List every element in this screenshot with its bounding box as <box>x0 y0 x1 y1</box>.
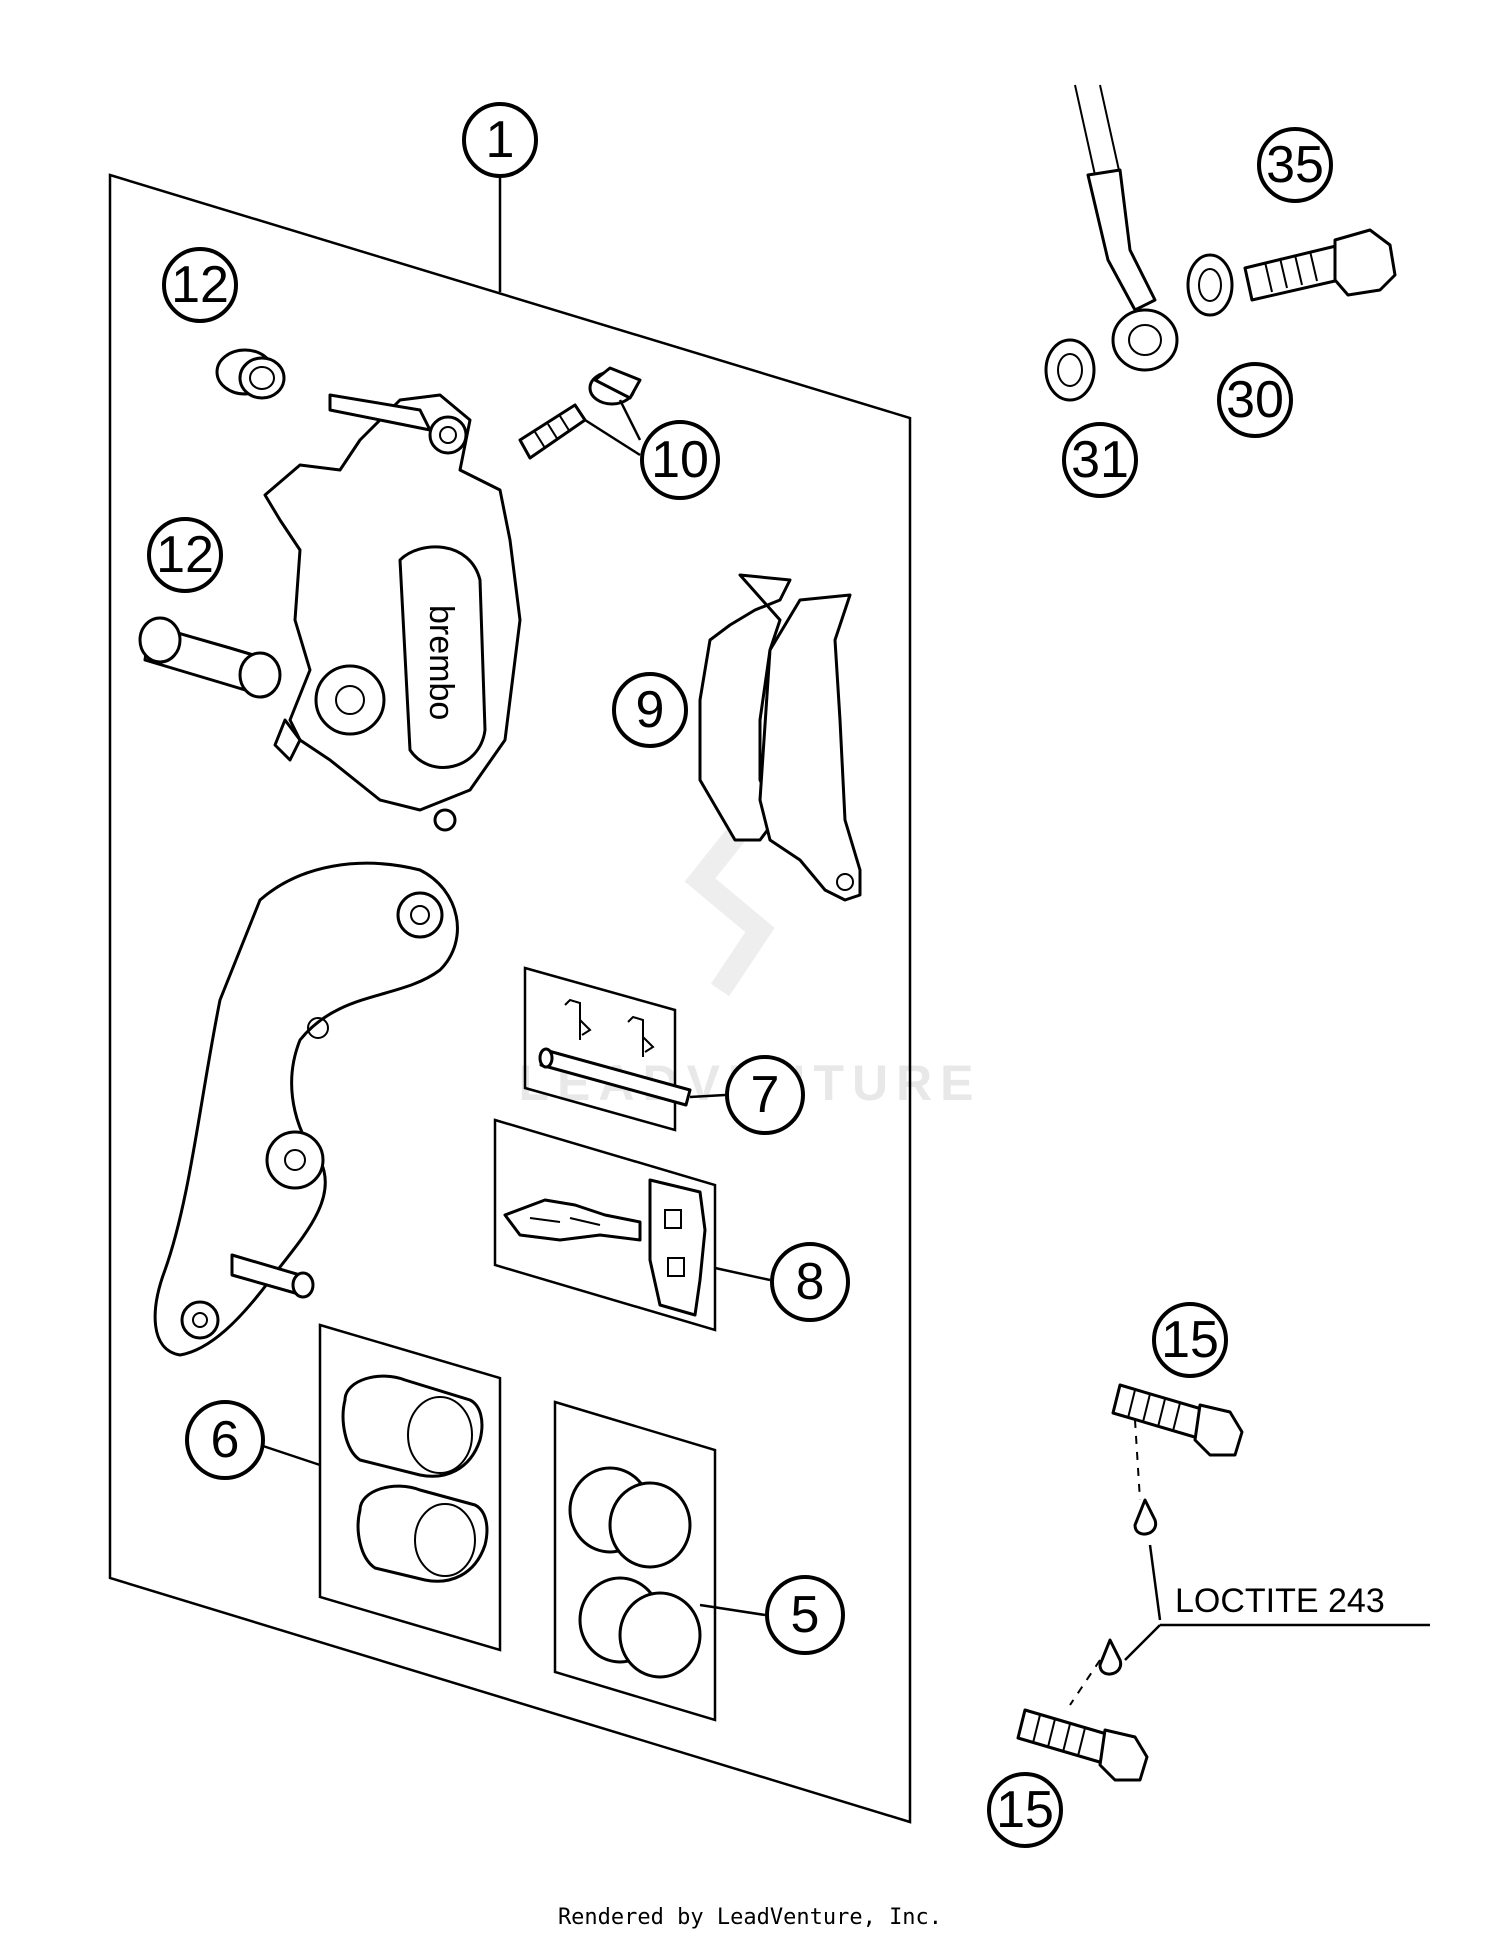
mounting-bolt-part-15-upper <box>1111 1383 1244 1501</box>
footer-credit: Rendered by LeadVenture, Inc. <box>557 1905 943 1930</box>
callout-8-label: 8 <box>796 1253 825 1311</box>
callout-10[interactable]: 10 <box>640 420 720 500</box>
brake-hose-banjo <box>1074 84 1179 372</box>
callout-31-label: 31 <box>1071 431 1129 489</box>
callout-15-upper-label: 15 <box>1161 1311 1219 1369</box>
mounting-bolt-part-15-lower <box>1016 1659 1149 1782</box>
callout-15-lower-label: 15 <box>996 1781 1054 1839</box>
bushing-part-12-top <box>215 348 286 400</box>
callout-5[interactable]: 5 <box>765 1575 845 1655</box>
callout-12-top-label: 12 <box>171 256 229 314</box>
callout-30[interactable]: 30 <box>1217 362 1293 438</box>
washer-part-30 <box>1186 253 1234 317</box>
callout-30-label: 30 <box>1226 371 1284 429</box>
callout-1[interactable]: 1 <box>462 102 538 292</box>
seal-kit-part-5 <box>553 1400 766 1722</box>
guide-bolt-part-12-lower <box>138 616 282 699</box>
callout-15-upper[interactable]: 15 <box>1152 1302 1228 1378</box>
callout-31[interactable]: 31 <box>1062 422 1138 498</box>
callout-9-label: 9 <box>636 681 665 739</box>
kit-frame <box>108 173 912 1824</box>
loctite-note: LOCTITE 243 <box>1098 1498 1430 1676</box>
loctite-label: LOCTITE 243 <box>1175 1582 1385 1620</box>
bleeder-valve-part-10 <box>518 366 642 460</box>
callout-9[interactable]: 9 <box>612 672 688 748</box>
callout-8[interactable]: 8 <box>770 1242 850 1322</box>
callout-6-label: 6 <box>211 1411 240 1469</box>
callout-10-label: 10 <box>651 431 709 489</box>
pin-kit-part-7 <box>523 966 726 1132</box>
callout-6[interactable]: 6 <box>185 1400 265 1480</box>
caliper-bracket <box>153 861 459 1357</box>
caliper-brand-label: brembo <box>422 605 460 720</box>
callout-15-lower[interactable]: 15 <box>987 1772 1063 1848</box>
callout-7-label: 7 <box>751 1066 780 1124</box>
brake-pads-part-9 <box>698 573 862 902</box>
banjo-bolt-part-35 <box>1243 228 1397 302</box>
callout-12-lower-label: 12 <box>156 526 214 584</box>
spring-kit-part-8 <box>493 1118 771 1332</box>
callout-35-label: 35 <box>1266 136 1324 194</box>
callout-35[interactable]: 35 <box>1257 127 1333 203</box>
callout-7[interactable]: 7 <box>725 1055 805 1135</box>
callout-12-lower[interactable]: 12 <box>147 517 223 593</box>
caliper-body: brembo <box>263 393 522 832</box>
callout-12-top[interactable]: 12 <box>162 247 238 323</box>
washer-part-31 <box>1044 338 1096 402</box>
callout-5-label: 5 <box>791 1586 820 1644</box>
callout-1-label: 1 <box>486 111 515 169</box>
piston-kit-part-6 <box>259 1323 502 1652</box>
